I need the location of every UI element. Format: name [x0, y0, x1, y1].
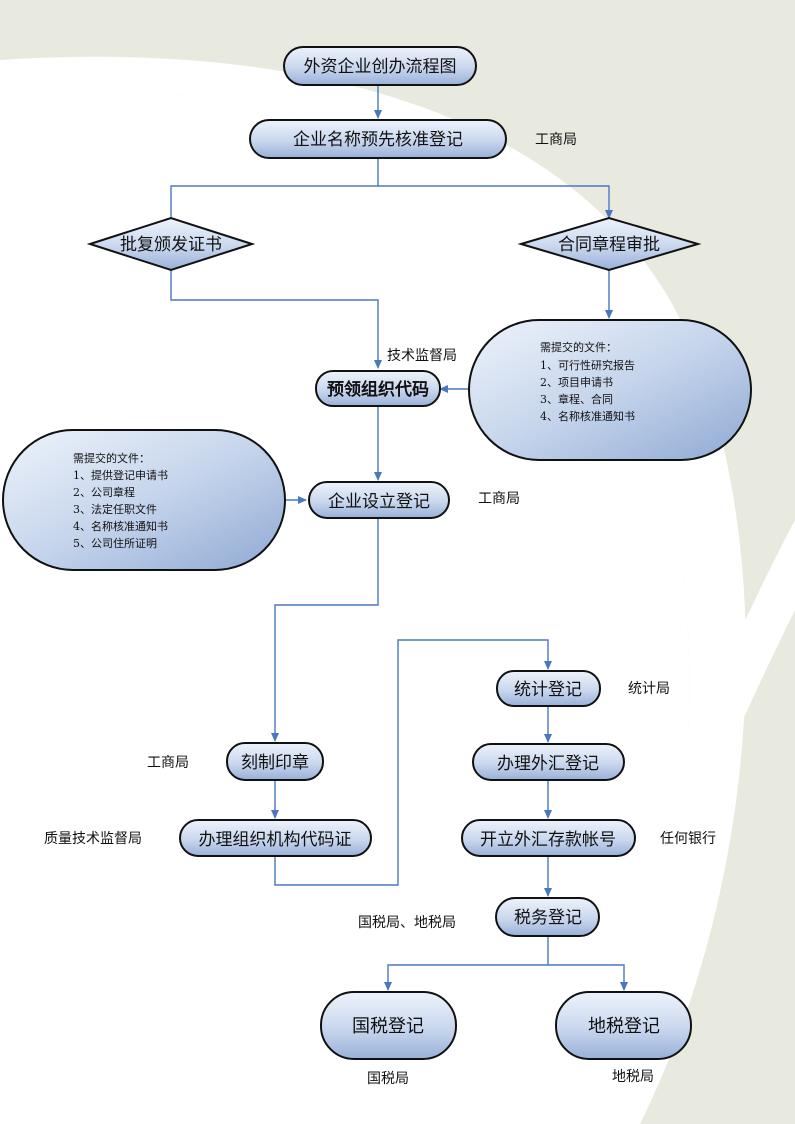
title-text: 外资企业创办流程图 [304, 57, 457, 77]
docs-left-item: 1、提供登记申请书 [73, 468, 168, 482]
docs-right: 需提交的文件： 1、可行性研究报告 2、项目申请书 3、章程、合同 4、名称核准… [468, 319, 752, 461]
node-forex-reg: 办理外汇登记 [472, 743, 625, 781]
node-forex-reg-label: 办理外汇登记 [497, 754, 599, 774]
node-seal-label: 刻制印章 [241, 753, 309, 773]
node-tax-reg: 税务登记 [495, 897, 600, 937]
agency-org-code-cert: 质量技术监督局 [44, 831, 142, 847]
agency-pre-org-code: 技术监督局 [387, 348, 457, 364]
node-establish-reg-label: 企业设立登记 [328, 492, 430, 512]
node-title: 外资企业创办流程图 [283, 46, 477, 86]
node-approval-cert-label: 批复颁发证书 [120, 235, 222, 255]
node-tax-reg-label: 税务登记 [514, 908, 582, 928]
docs-right-item: 2、项目申请书 [540, 376, 613, 389]
agency-establish-reg: 工商局 [478, 491, 520, 507]
docs-left: 需提交的文件： 1、提供登记申请书 2、公司章程 3、法定任职文件 4、名称核准… [2, 429, 286, 571]
node-contract-approval: 合同章程审批 [517, 216, 702, 272]
node-name-check-label: 企业名称预先核准登记 [293, 130, 463, 150]
docs-left-item: 2、公司章程 [73, 485, 135, 499]
node-seal: 刻制印章 [226, 742, 324, 781]
docs-left-item: 4、名称核准通知书 [73, 519, 168, 533]
node-national-tax: 国税登记 [320, 991, 457, 1060]
node-approval-cert: 批复颁发证书 [86, 216, 256, 272]
node-pre-org-code: 预领组织代码 [315, 370, 441, 407]
docs-right-item: 4、名称核准通知书 [540, 409, 635, 423]
node-pre-org-code-label: 预领组织代码 [327, 379, 429, 400]
node-contract-approval-label: 合同章程审批 [558, 235, 660, 255]
node-stats-reg-label: 统计登记 [514, 680, 582, 700]
node-national-tax-label: 国税登记 [352, 1016, 424, 1037]
node-stats-reg: 统计登记 [496, 670, 601, 707]
node-local-tax-label: 地税登记 [588, 1016, 660, 1037]
docs-left-item: 3、法定任职文件 [73, 502, 157, 516]
node-establish-reg: 企业设立登记 [308, 481, 450, 519]
docs-right-item: 1、可行性研究报告 [540, 358, 635, 372]
agency-national-tax: 国税局 [367, 1071, 409, 1087]
agency-forex-account: 任何银行 [660, 831, 716, 847]
docs-right-heading: 需提交的文件： [540, 340, 617, 354]
node-forex-account: 开立外汇存款帐号 [461, 819, 636, 857]
node-forex-account-label: 开立外汇存款帐号 [480, 830, 616, 850]
node-org-code-cert: 办理组织机构代码证 [179, 819, 372, 857]
agency-name-check: 工商局 [535, 132, 577, 148]
node-local-tax: 地税登记 [555, 991, 692, 1060]
edges [167, 85, 628, 991]
docs-right-item: 3、章程、合同 [540, 392, 613, 406]
node-org-code-cert-label: 办理组织机构代码证 [199, 830, 352, 850]
agency-seal: 工商局 [147, 755, 189, 771]
agency-stats-reg: 统计局 [628, 681, 670, 697]
agency-local-tax: 地税局 [612, 1069, 654, 1085]
docs-left-item: 5、公司住所证明 [73, 536, 157, 550]
docs-left-heading: 需提交的文件： [73, 451, 150, 465]
agency-tax-reg: 国税局、地税局 [358, 915, 456, 931]
node-name-check: 企业名称预先核准登记 [249, 119, 507, 159]
